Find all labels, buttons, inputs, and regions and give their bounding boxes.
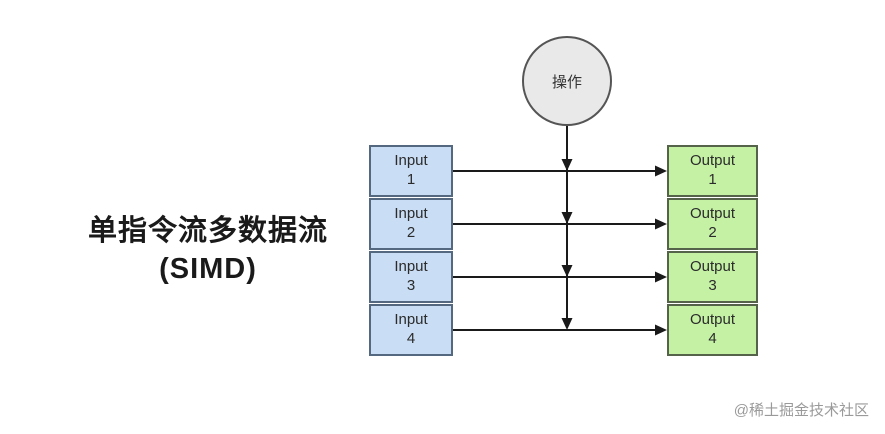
output-node-2: Output 2 xyxy=(667,198,758,250)
output-4-label: Output xyxy=(689,311,736,329)
input-4-label: Input xyxy=(394,311,428,329)
operation-node: 操作 xyxy=(522,36,612,126)
input-2-label: Input xyxy=(394,205,428,223)
input-1-label: Input xyxy=(394,152,428,170)
right-arrow-icon xyxy=(655,218,667,230)
input-3-number: 3 xyxy=(406,277,416,294)
right-arrow-icon xyxy=(655,165,667,177)
input-3-label: Input xyxy=(394,258,428,276)
down-arrow-icon xyxy=(561,265,573,277)
output-1-number: 1 xyxy=(708,171,717,188)
output-2-number: 2 xyxy=(708,224,717,241)
watermark: @稀土掘金技术社区 xyxy=(733,402,869,419)
input-node-1: Input 1 xyxy=(369,145,453,197)
input-4-number: 4 xyxy=(406,330,416,347)
diagram-title-line1: 单指令流多数据流 xyxy=(87,215,328,247)
input-1-number: 1 xyxy=(406,171,416,188)
output-2-label: Output xyxy=(689,205,736,223)
input-node-3: Input 3 xyxy=(369,251,453,303)
down-arrow-icon xyxy=(561,212,573,224)
operation-label: 操作 xyxy=(551,73,582,91)
down-arrow-icon xyxy=(561,159,573,171)
output-3-number: 3 xyxy=(708,277,717,294)
output-node-4: Output 4 xyxy=(667,304,758,356)
output-1-label: Output xyxy=(689,152,736,170)
right-arrow-icon xyxy=(655,271,667,283)
down-arrow-icon xyxy=(561,318,573,330)
input-node-4: Input 4 xyxy=(369,304,453,356)
output-node-3: Output 3 xyxy=(667,251,758,303)
input-node-2: Input 2 xyxy=(369,198,453,250)
output-3-label: Output xyxy=(689,258,736,276)
diagram-title-line2: (SIMD) xyxy=(159,253,257,286)
diagram-title: 单指令流多数据流 (SIMD) xyxy=(58,212,358,289)
output-node-1: Output 1 xyxy=(667,145,758,197)
input-2-number: 2 xyxy=(406,224,416,241)
right-arrow-icon xyxy=(655,324,667,336)
output-4-number: 4 xyxy=(708,330,717,347)
